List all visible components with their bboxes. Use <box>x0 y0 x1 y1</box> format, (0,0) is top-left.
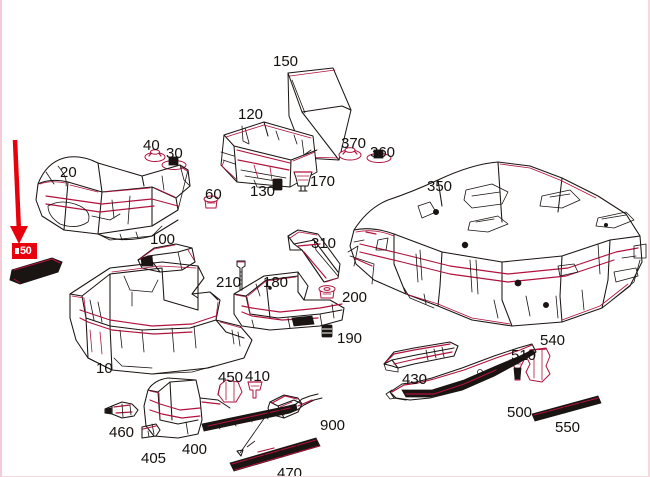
callout-130: 130 <box>250 183 276 200</box>
part-460-anchor-fitting <box>104 401 139 419</box>
part-180-floor-bracket <box>233 271 345 331</box>
part-30-grommet-plug <box>161 156 187 170</box>
callout-460: 460 <box>109 424 135 441</box>
callout-200: 200 <box>342 289 368 306</box>
part-10-front-carpet-left <box>69 261 253 375</box>
callout-350: 350 <box>427 178 453 195</box>
callout-400: 400 <box>182 441 208 458</box>
callout-100: 100 <box>150 231 176 248</box>
part-410-push-pin <box>247 381 263 399</box>
callout-360: 360 <box>370 144 396 161</box>
red-down-arrow <box>10 139 28 244</box>
part-40-grommet-cap <box>144 149 166 162</box>
callout-210: 210 <box>216 274 242 291</box>
callout-510: 510 <box>511 347 537 364</box>
part-120-control-module <box>220 121 318 189</box>
callout-550: 550 <box>555 419 581 436</box>
callout-540: 540 <box>540 332 566 349</box>
part-400-rear-side-carpet <box>143 377 231 439</box>
part-430-sill-trim-bar <box>383 341 459 373</box>
callout-450: 450 <box>218 369 244 386</box>
part-190-bracket-clip <box>321 324 333 338</box>
part-550-sill-moulding <box>531 395 602 422</box>
callout-180: 180 <box>263 274 289 291</box>
callout-150: 150 <box>273 53 299 70</box>
part-350-rear-floor-carpet <box>347 161 647 327</box>
part-50-floor-mat <box>9 257 63 285</box>
callout-40: 40 <box>143 137 160 154</box>
part-60-fastener-clip <box>203 195 219 209</box>
part-900-end-cap <box>267 394 303 419</box>
part-360-plug-cap <box>366 149 392 163</box>
part-370-grommet <box>338 147 362 161</box>
part-130-module-fastener <box>272 178 283 191</box>
callout-900: 900 <box>320 417 346 434</box>
callout-120: 120 <box>238 106 264 123</box>
part-450-retainer-bracket <box>217 379 243 403</box>
callout-20: 20 <box>60 164 77 181</box>
callout-190: 190 <box>337 330 363 347</box>
callout-310: 310 <box>311 235 337 252</box>
callout-170: 170 <box>310 173 336 190</box>
part-400-sill-extension <box>201 393 323 432</box>
leader-line-470 <box>246 440 256 448</box>
callout-10: 10 <box>96 360 113 377</box>
part-405-trim-clip <box>141 423 161 439</box>
callout-370: 370 <box>341 135 367 152</box>
part-470-door-sill-strip <box>229 437 321 472</box>
callout-410: 410 <box>245 368 271 385</box>
leader-line-900 <box>239 409 271 454</box>
part-20-front-carpet-right <box>35 156 191 241</box>
callout-30: 30 <box>166 145 183 162</box>
part-210-hex-bolt <box>236 260 246 291</box>
callout-430: 430 <box>402 371 428 388</box>
part-200-hex-nut <box>318 285 336 299</box>
highlighted-part-label[interactable]: 50 <box>12 243 38 259</box>
callout-60: 60 <box>205 186 222 203</box>
callout-405: 405 <box>141 450 167 467</box>
callout-500: 500 <box>507 404 533 421</box>
part-540-trim-retainer <box>525 347 551 383</box>
callout-470: 470 <box>277 465 303 477</box>
part-500-rear-sill-trim <box>385 343 537 401</box>
part-170-expansion-rivet <box>293 171 313 192</box>
part-310-channel-cover <box>287 229 341 283</box>
